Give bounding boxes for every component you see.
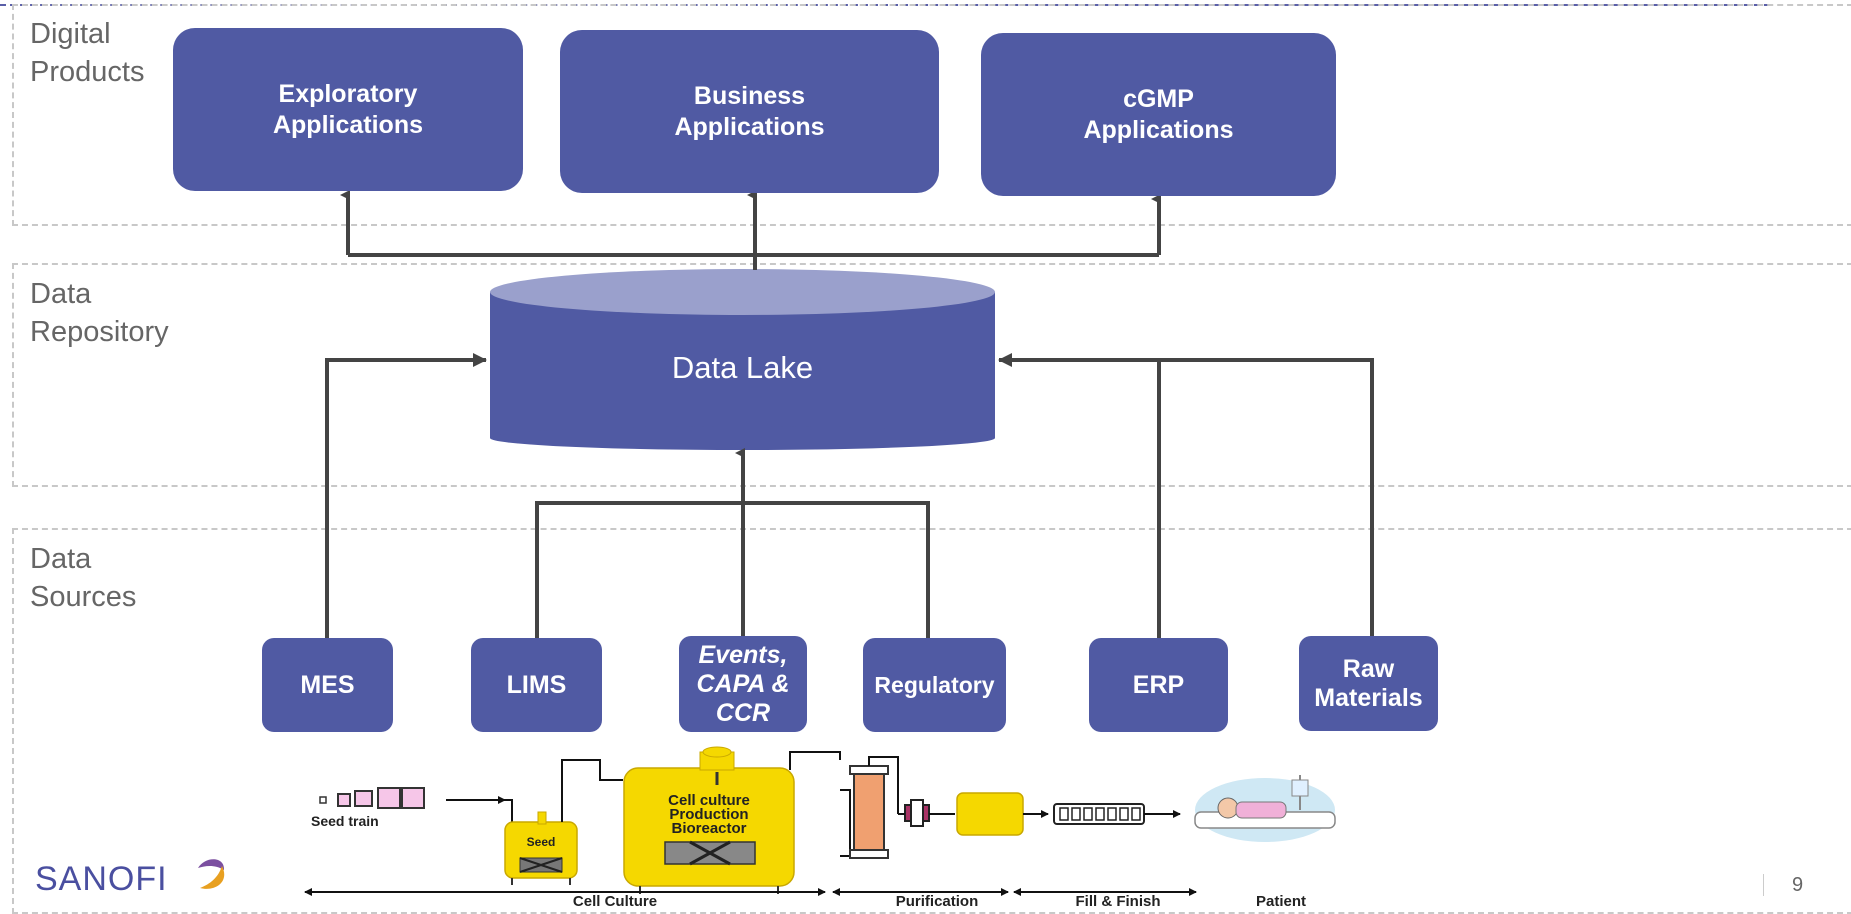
band-digital-products [12,4,1851,226]
page-number-separator [1763,874,1764,896]
sanofi-logo: SANOFI [35,860,168,898]
business-applications-box: Business Applications [560,30,939,193]
stage-fill-finish: Fill & Finish [1076,893,1161,910]
raw-materials-box: Raw Materials [1299,636,1438,731]
lims-box: LIMS [471,638,602,732]
mes-box: MES [262,638,393,732]
seed-train-label: Seed train [311,813,379,829]
erp-box: ERP [1089,638,1228,732]
band-label-digital-products: Digital Products [30,18,145,88]
product-connectors [340,190,1161,270]
source-connectors [325,353,1374,640]
data-lake-cylinder [490,269,995,450]
events-capa-ccr-box: Events, CAPA & CCR [679,636,807,732]
bioreactor-label-1: Cell culture [668,792,750,809]
bioreactor-label-2: Production [669,806,748,823]
stage-patient: Patient [1256,893,1306,910]
sanofi-bird-icon [198,859,225,889]
seed-label: Seed [527,835,556,849]
bioreactor-label-3: Bioreactor [671,820,746,837]
stage-cell-culture: Cell Culture [573,893,657,910]
band-data-repository [12,263,1851,487]
band-data-sources [12,528,1851,914]
process-schematic: Seed train Seed Cell culture Production … [304,746,1336,910]
exploratory-applications-box: Exploratory Applications [173,28,523,191]
stage-purification: Purification [896,893,979,910]
band-label-data-repository: Data Repository [30,278,169,348]
data-lake-label: Data Lake [671,350,814,385]
cgmp-applications-box: cGMP Applications [981,33,1336,196]
band-label-data-sources: Data Sources [30,543,137,613]
page-number: 9 [1792,874,1804,896]
regulatory-box: Regulatory [863,638,1006,732]
